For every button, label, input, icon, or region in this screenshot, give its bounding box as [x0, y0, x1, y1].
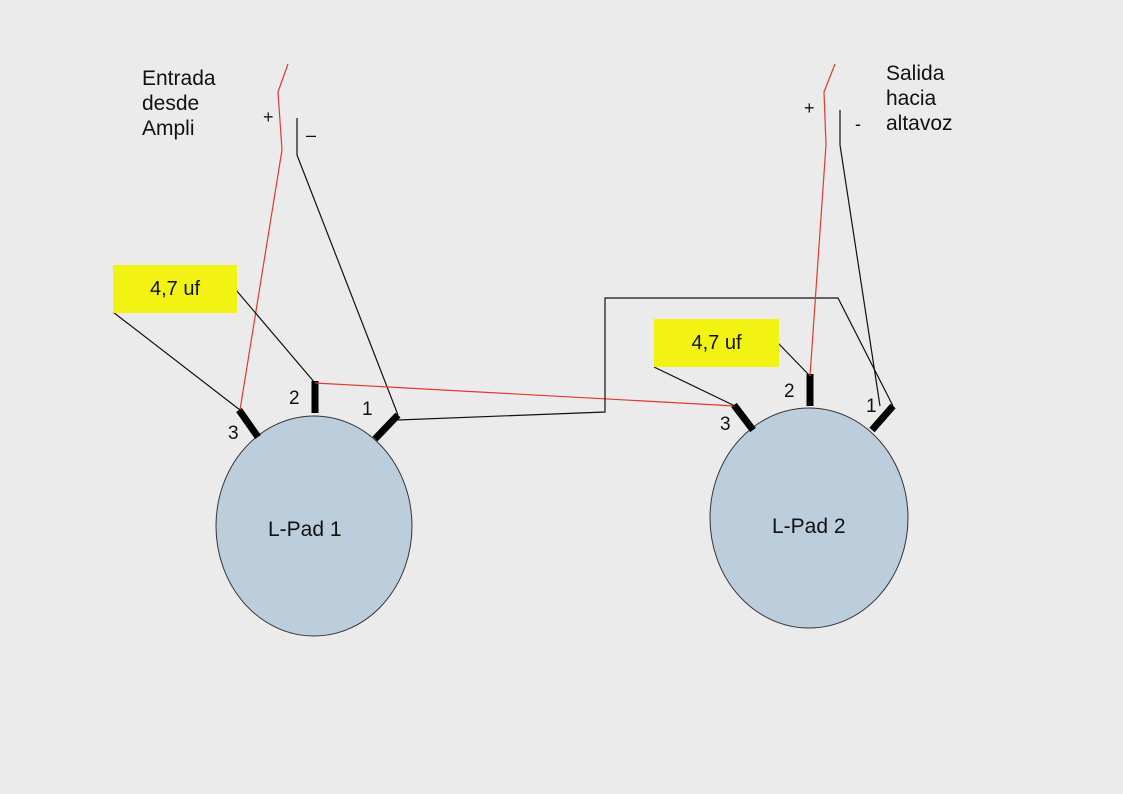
lpad-2-pin-1-label: 1 — [866, 396, 877, 417]
capacitor-1: 4,7 uf — [113, 265, 237, 313]
link-black-wire — [397, 297, 894, 421]
capacitor-2-lead-right — [777, 342, 811, 377]
capacitor-2-lead-left — [653, 366, 736, 407]
input-plus-sign: + — [263, 107, 274, 127]
input-label: Entrada desde Ampli — [142, 67, 216, 140]
lpad-1-label: L-Pad 1 — [268, 518, 342, 541]
capacitor-1-lead-left — [112, 311, 241, 411]
lpad-2-label: L-Pad 2 — [772, 515, 846, 538]
lpad-1-terminal-1 — [372, 412, 401, 442]
lpad-1-terminal-3 — [236, 407, 261, 440]
lpad-2-pin-3-label: 3 — [720, 414, 731, 435]
lpad-1-pin-2-label: 2 — [289, 388, 300, 409]
input-negative-wire — [296, 118, 399, 416]
output-positive-wire — [809, 63, 836, 377]
capacitor-1-lead-right — [235, 289, 316, 384]
capacitor-2: 4,7 uf — [654, 319, 779, 367]
lpad-2-body — [709, 407, 909, 629]
link-red-wire — [314, 382, 736, 407]
lpad-1-body — [215, 415, 413, 637]
lpad-1-pin-1-label: 1 — [362, 399, 373, 420]
output-negative-wire — [839, 110, 881, 407]
lpad-2-pin-2-label: 2 — [784, 381, 795, 402]
input-minus-sign: – — [306, 125, 317, 145]
output-minus-sign: - — [855, 114, 861, 134]
output-label: Salida hacia altavoz — [886, 62, 953, 135]
lpad-2-terminal-3 — [731, 402, 756, 433]
output-plus-sign: + — [804, 98, 815, 118]
lpad-1-pin-3-label: 3 — [228, 423, 239, 444]
lpad-2-terminal-1 — [869, 403, 896, 433]
input-positive-wire — [239, 63, 289, 411]
